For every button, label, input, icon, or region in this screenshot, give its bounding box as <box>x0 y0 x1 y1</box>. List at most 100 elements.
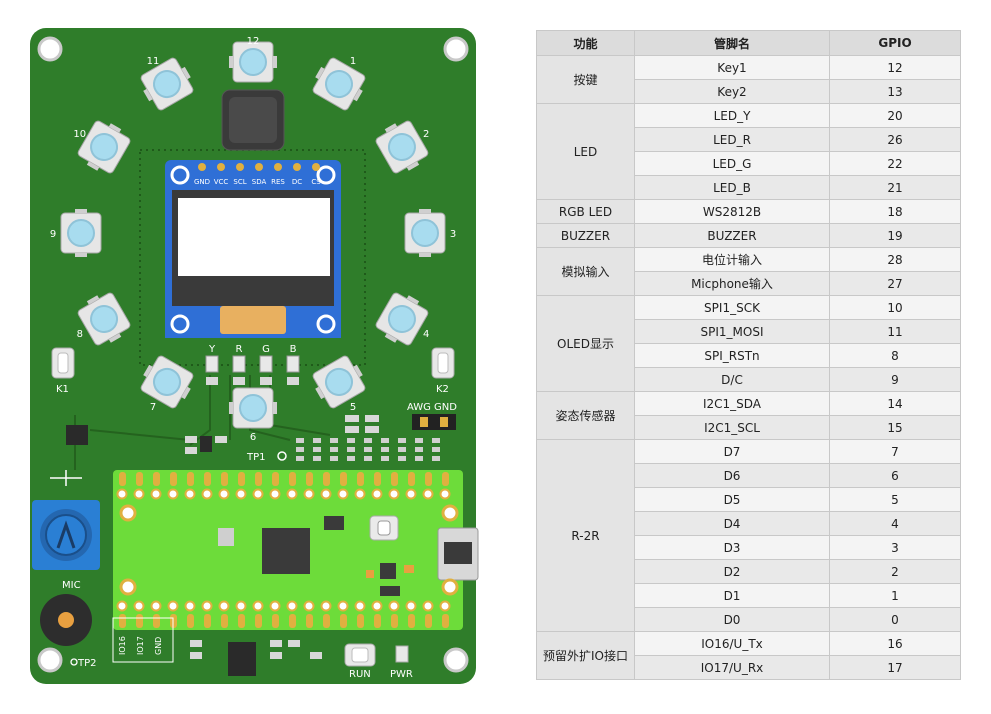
rp2040-chip <box>262 528 310 574</box>
oled-ribbon <box>220 306 286 334</box>
rgb-led <box>229 41 277 83</box>
gnd2-label: GND <box>154 637 163 655</box>
function-cell: 模拟输入 <box>536 247 635 296</box>
pin-name-cell: D6 <box>634 463 830 488</box>
gpio-cell: 3 <box>829 535 961 560</box>
io16-label: IO16 <box>118 636 127 655</box>
gpio-cell: 6 <box>829 463 961 488</box>
pin-name-cell: I2C1_SCL <box>634 415 830 440</box>
led-ring-label: 1 <box>350 56 356 67</box>
gpio-cell: 17 <box>829 655 961 680</box>
gpio-cell: 21 <box>829 175 961 200</box>
function-cell: 姿态传感器 <box>536 391 635 440</box>
potentiometer <box>32 500 100 570</box>
header-pin-name: 管脚名 <box>634 30 830 56</box>
led-ring-label: 6 <box>250 432 256 443</box>
k1-label: K1 <box>56 384 69 395</box>
function-cell: BUZZER <box>536 223 635 248</box>
led-ring-label: 4 <box>423 329 429 340</box>
pin-name-cell: Key2 <box>634 79 830 104</box>
function-cell: OLED显示 <box>536 295 635 392</box>
led-ring-label: 2 <box>423 129 429 140</box>
mounting-holes <box>37 36 469 673</box>
gpio-cell: 1 <box>829 583 961 608</box>
gpio-cell: 18 <box>829 199 961 224</box>
oled-pin-label: CS <box>311 178 321 186</box>
rgb-led <box>375 120 429 174</box>
pin-name-cell: 电位计输入 <box>634 247 830 272</box>
gpio-cell: 10 <box>829 295 961 320</box>
pin-name-cell: LED_R <box>634 127 830 152</box>
oled-pin-label: SDA <box>252 178 267 186</box>
pin-name-cell: D2 <box>634 559 830 584</box>
smd-components <box>185 415 379 454</box>
gpio-cell: 13 <box>829 79 961 104</box>
led-ring-label: 10 <box>73 129 86 140</box>
led-ring-label: 7 <box>150 402 156 413</box>
pin-name-cell: D7 <box>634 439 830 464</box>
oled-pin-label: VCC <box>214 178 229 186</box>
rgb-led <box>140 355 194 409</box>
oled-pin <box>293 163 301 171</box>
pin-name-cell: BUZZER <box>634 223 830 248</box>
pin-name-cell: D1 <box>634 583 830 608</box>
pin-name-cell: IO16/U_Tx <box>634 631 830 656</box>
rgb-led <box>77 120 131 174</box>
led-ring-label: 12 <box>247 36 260 47</box>
pin-name-cell: LED_B <box>634 175 830 200</box>
pin-name-cell: LED_Y <box>634 103 830 128</box>
gpio-cell: 7 <box>829 439 961 464</box>
pin-name-cell: WS2812B <box>634 199 830 224</box>
oled-screen <box>178 198 330 276</box>
gpio-cell: 15 <box>829 415 961 440</box>
rgb-led <box>312 57 366 111</box>
oled-pin <box>274 163 282 171</box>
gpio-cell: 9 <box>829 367 961 392</box>
awg-gnd-header <box>412 414 456 430</box>
pwr-led <box>395 645 409 663</box>
run-label: RUN <box>349 669 371 680</box>
led-ring-label: 9 <box>50 229 56 240</box>
gpio-cell: 22 <box>829 151 961 176</box>
pin-name-cell: D0 <box>634 607 830 632</box>
pin-name-cell: Key1 <box>634 55 830 80</box>
mic-label: MIC <box>62 580 81 591</box>
oled-pin <box>255 163 263 171</box>
pot-silk <box>50 470 82 486</box>
status-led-label: G <box>262 344 270 355</box>
led-ring-label: 5 <box>350 402 356 413</box>
status-led-resistor <box>260 377 272 385</box>
status-led <box>232 355 246 373</box>
rgb-led <box>60 209 102 257</box>
oled-pin-label: RES <box>271 178 285 186</box>
gpio-cell: 2 <box>829 559 961 584</box>
pin-name-cell: D4 <box>634 511 830 536</box>
header-gpio: GPIO <box>829 30 961 56</box>
status-led-label: Y <box>208 344 216 355</box>
function-cell: 预留外扩IO接口 <box>536 631 635 680</box>
function-cell: RGB LED <box>536 199 635 224</box>
oled-pin-label: DC <box>292 178 302 186</box>
pin-name-cell: D3 <box>634 535 830 560</box>
gpio-cell: 12 <box>829 55 961 80</box>
gpio-cell: 16 <box>829 631 961 656</box>
status-led-label: R <box>236 344 243 355</box>
status-led <box>259 355 273 373</box>
imu-sensor-chip <box>66 425 88 445</box>
gnd-label: GND <box>434 402 457 413</box>
status-led-label: B <box>290 344 297 355</box>
gpio-cell: 26 <box>829 127 961 152</box>
function-cell: R-2R <box>536 439 635 632</box>
